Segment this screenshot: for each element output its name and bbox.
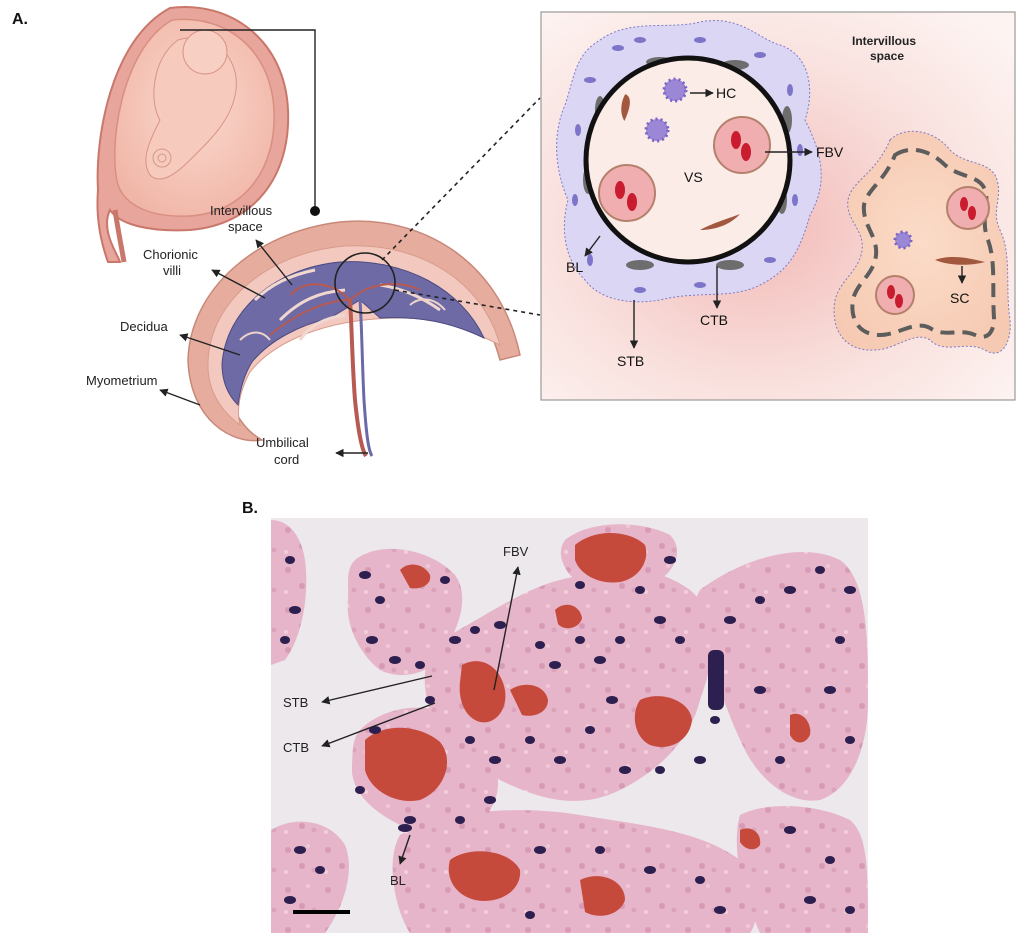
panel-a-label: A.: [12, 11, 28, 28]
label-decidua: Decidua: [120, 319, 168, 334]
inset-label-vs: VS: [684, 169, 703, 185]
panel-b-label: B.: [242, 500, 258, 517]
label-intervillous-space-line1: Intervillous: [210, 203, 273, 218]
villus-detail-inset: Intervillous space: [541, 12, 1015, 400]
connector-dot: [310, 206, 320, 216]
inset-label-stb: STB: [617, 353, 644, 369]
histology-label-stb: STB: [283, 695, 308, 710]
label-chorionic-villi-line2: villi: [163, 263, 181, 278]
label-umbilical-cord-line1: Umbilical: [256, 435, 309, 450]
zoom-line-top: [382, 98, 540, 260]
histology-micrograph: FBV STB CTB BL: [271, 518, 868, 933]
inset-label-ctb: CTB: [700, 312, 728, 328]
placenta-cross-section: [188, 221, 520, 456]
inset-label-intervillous-line1: Intervillous: [852, 34, 916, 48]
label-chorionic-villi-line1: Chorionic: [143, 247, 198, 262]
histology-label-fbv: FBV: [503, 544, 529, 559]
label-intervillous-space-line2: space: [228, 219, 263, 234]
histology-label-ctb: CTB: [283, 740, 309, 755]
histology-label-bl: BL: [390, 873, 406, 888]
small-villus-hofbauer-cell: [895, 232, 911, 248]
inset-label-fbv: FBV: [816, 144, 844, 160]
label-myometrium: Myometrium: [86, 373, 158, 388]
label-umbilical-cord-line2: cord: [274, 452, 299, 467]
inset-label-sc: SC: [950, 290, 969, 306]
inset-label-bl: BL: [566, 259, 583, 275]
inset-label-intervillous-line2: space: [870, 49, 904, 63]
inset-label-hc: HC: [716, 85, 736, 101]
